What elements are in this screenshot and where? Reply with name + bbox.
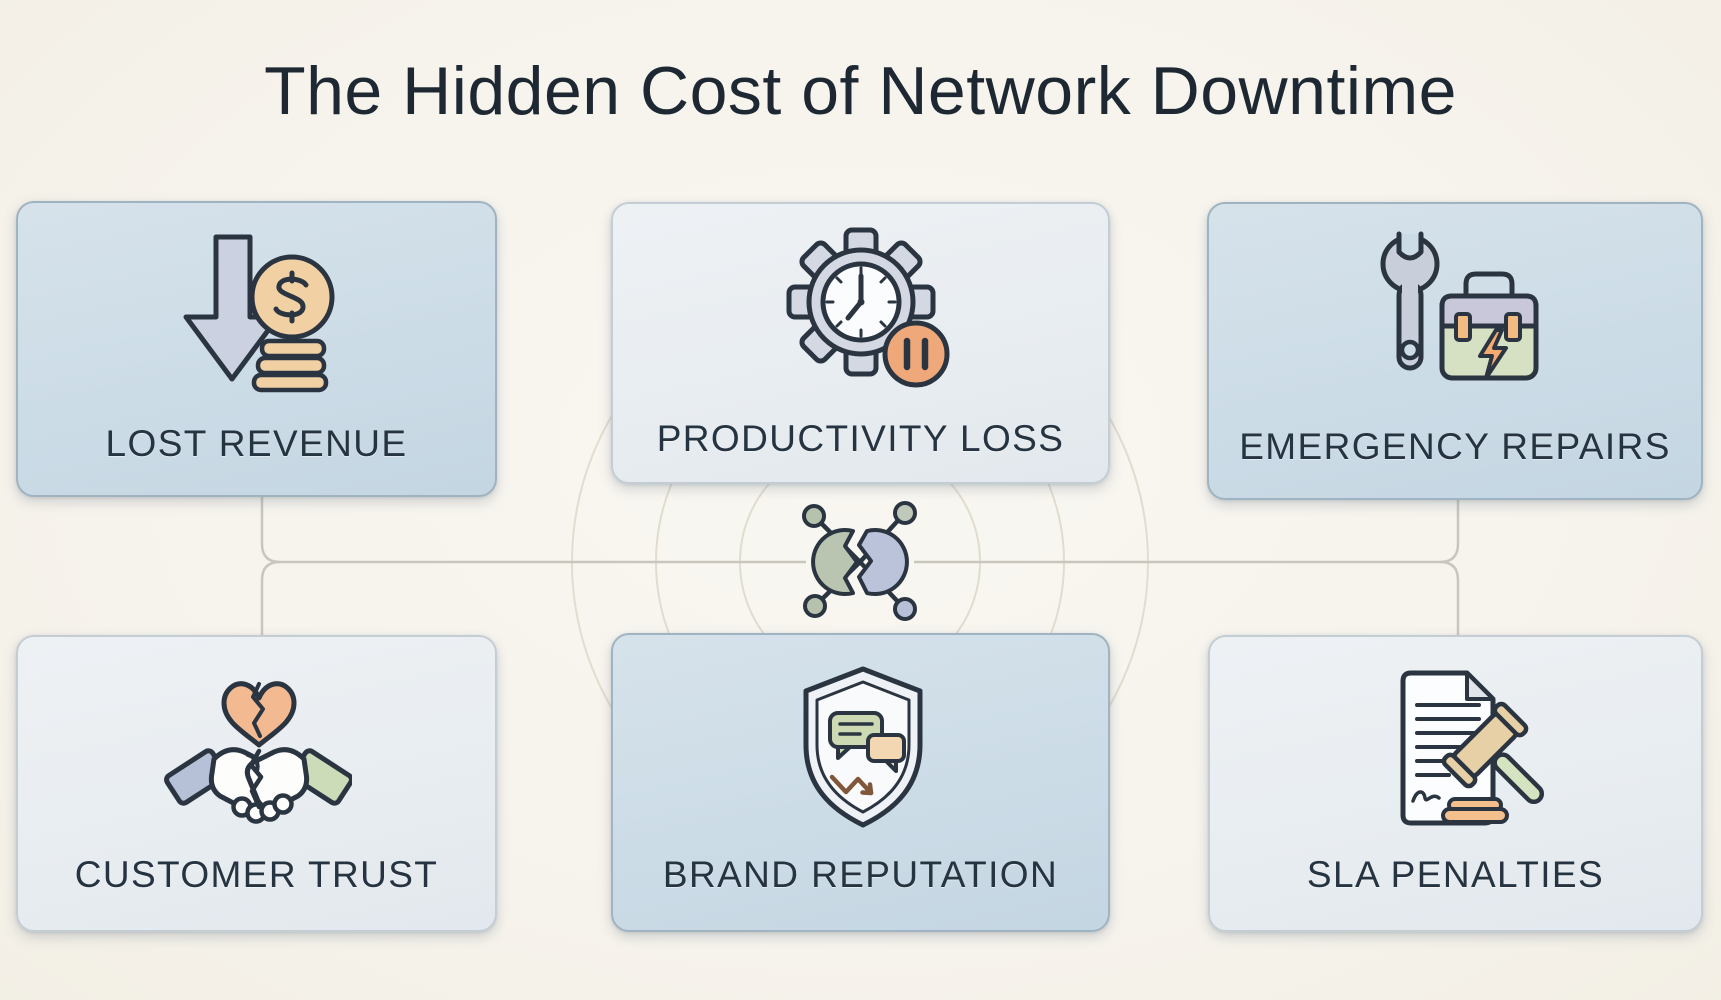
card-lost-revenue: LOST REVENUE: [16, 201, 497, 497]
broken-network-icon: [795, 497, 925, 627]
revenue-down-icon: [183, 234, 334, 393]
card-label: PRODUCTIVITY LOSS: [656, 418, 1065, 459]
card-label: CUSTOMER TRUST: [74, 854, 439, 895]
contract-gavel-icon: [1400, 670, 1544, 826]
card-label: LOST REVENUE: [105, 423, 408, 464]
card-emergency-repairs: EMERGENCY REPAIRS: [1207, 202, 1703, 500]
connector-lines: [260, 497, 1460, 635]
card-label: BRAND REPUTATION: [662, 854, 1059, 895]
card-sla-penalties: SLA PENALTIES: [1208, 635, 1703, 932]
page-title: The Hidden Cost of Network Downtime: [264, 53, 1457, 129]
card-label: EMERGENCY REPAIRS: [1239, 426, 1671, 467]
broken-handshake-icon: [163, 681, 352, 824]
card-brand-reputation: BRAND REPUTATION: [611, 633, 1110, 932]
card-productivity-loss: PRODUCTIVITY LOSS: [611, 202, 1110, 484]
gear-clock-pause-icon: [786, 227, 949, 388]
card-label: SLA PENALTIES: [1306, 854, 1605, 895]
wrench-toolbox-icon: [1380, 231, 1539, 381]
shield-decline-icon: [803, 666, 922, 828]
card-customer-trust: CUSTOMER TRUST: [16, 635, 497, 932]
